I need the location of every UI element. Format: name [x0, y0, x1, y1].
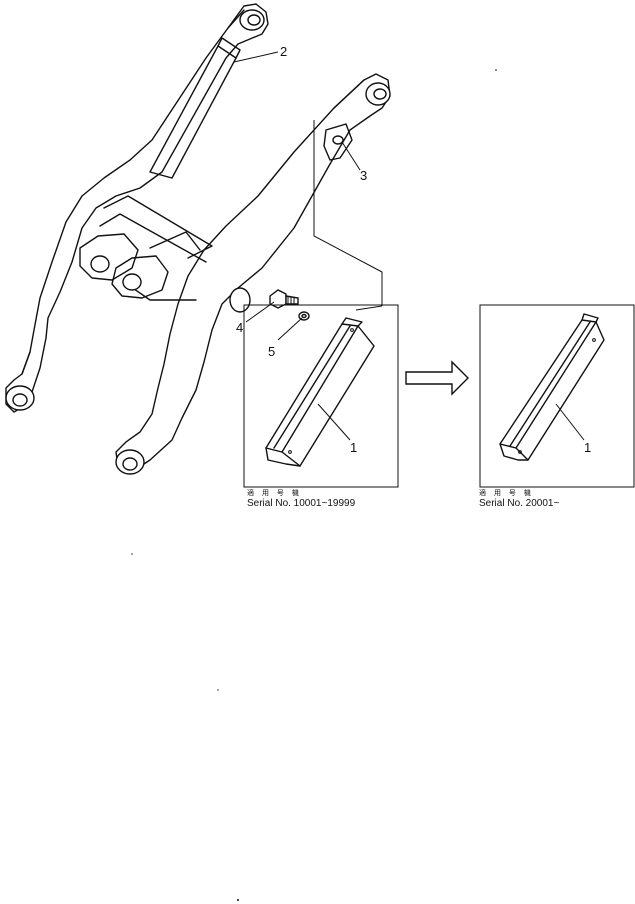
scan-specks: [131, 69, 497, 902]
callout-1-left: 1: [350, 440, 357, 455]
callout-1-right: 1: [584, 440, 591, 455]
serial-range-left: Serial No. 10001~19999: [247, 498, 356, 509]
bolt-part-4: [269, 289, 299, 309]
reference-lines: [313, 120, 383, 311]
callout-3: 3: [360, 168, 367, 183]
serial-caption-left: 適 用 号 機 Serial No. 10001~19999: [247, 489, 355, 510]
inset-box-right: [479, 304, 635, 488]
callout-2: 2: [280, 44, 287, 59]
callout-5: 5: [268, 344, 275, 359]
callout-4: 4: [236, 320, 243, 335]
arrow-right-icon: [405, 360, 469, 396]
callout-leaders: [233, 51, 585, 441]
applicable-serial-label: 適 用 号 機: [479, 490, 534, 497]
right-lift-arm: [115, 73, 391, 475]
serial-range-right: Serial No. 20001~: [479, 498, 560, 509]
serial-caption-right: 適 用 号 機 Serial No. 20001~: [479, 489, 559, 510]
cross-tube: [79, 195, 213, 301]
left-lift-arm: [5, 3, 269, 413]
inset-box-left: [243, 304, 399, 488]
cover-part-2: [149, 37, 241, 179]
applicable-serial-label: 適 用 号 機: [247, 490, 302, 497]
